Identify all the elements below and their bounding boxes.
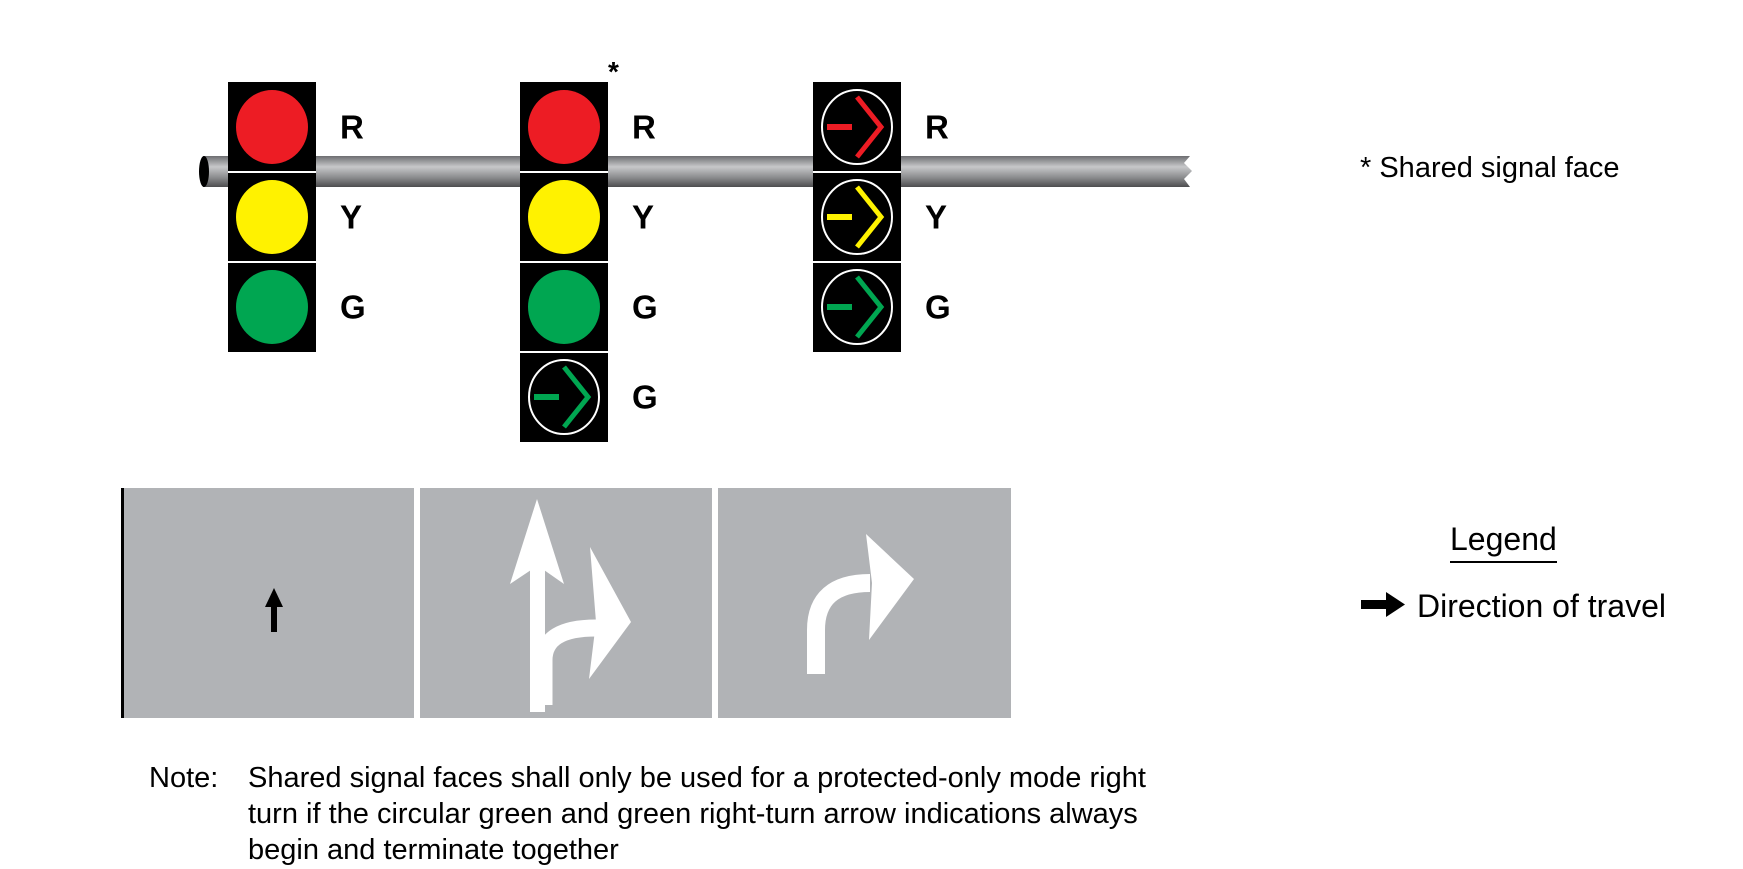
right-turn-arrow-icon — [807, 534, 914, 674]
note-line: begin and terminate together — [248, 834, 619, 866]
lane-right-turn — [718, 488, 1011, 718]
note: Note: Shared signal faces shall only be … — [149, 760, 1146, 868]
mast-arm — [199, 156, 1192, 187]
lanes — [121, 488, 1011, 718]
signal-head-right — [813, 82, 901, 352]
note-line: Shared signal faces shall only be used f… — [248, 762, 1146, 794]
circular-g-icon — [528, 270, 600, 344]
circular-r-icon — [528, 90, 600, 164]
lane-shared — [420, 488, 712, 718]
signal-head-shared — [520, 82, 608, 442]
right-arrow-r-icon — [821, 89, 893, 165]
legend-direction-of-travel: Direction of travel — [1417, 588, 1666, 624]
indication-label: Y — [925, 198, 948, 236]
shared-face-asterisk: * — [608, 56, 619, 87]
circular-r-icon — [236, 90, 308, 164]
indication-label: R — [632, 108, 656, 146]
indication-label: G — [632, 378, 658, 416]
note-key: Note: — [149, 762, 219, 794]
direction-arrow-icon — [1361, 592, 1405, 617]
circular-y-icon — [236, 180, 308, 254]
indication-label: Y — [340, 198, 363, 236]
legend-title: Legend — [1450, 523, 1557, 563]
indication-label: G — [340, 288, 366, 326]
indication-label: R — [340, 108, 364, 146]
indication-label: G — [925, 288, 951, 326]
indication-label: R — [925, 108, 949, 146]
signal-head-left — [228, 82, 316, 352]
circular-g-icon — [236, 270, 308, 344]
right-arrow-g-icon — [821, 269, 893, 345]
shared-signal-footnote: * Shared signal face — [1360, 152, 1620, 184]
through-arrow-small-icon — [265, 588, 283, 632]
indication-label: Y — [632, 198, 655, 236]
right-arrow-g-icon — [528, 359, 600, 435]
through-right-arrow-icon — [510, 499, 631, 712]
edge-line — [121, 488, 124, 718]
note-line: turn if the circular green and green rig… — [248, 798, 1138, 830]
indication-label: G — [632, 288, 658, 326]
right-arrow-y-icon — [821, 179, 893, 255]
circular-y-icon — [528, 180, 600, 254]
